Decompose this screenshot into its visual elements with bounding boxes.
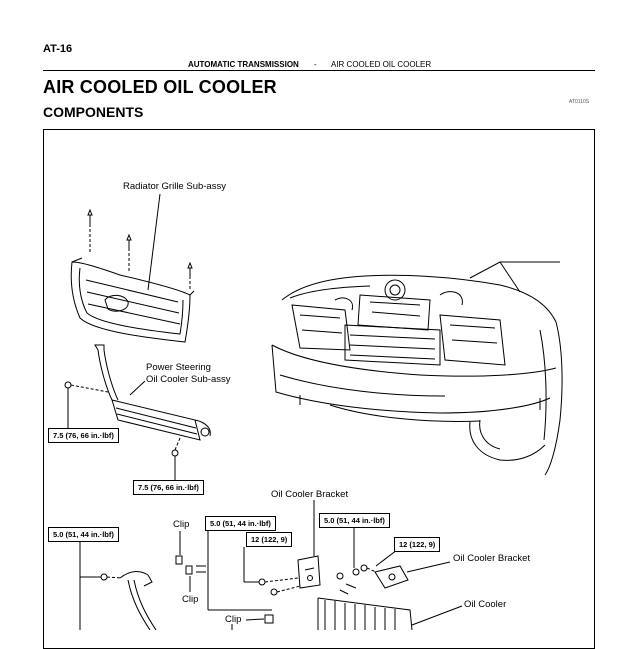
label-ps-cooler-line2: Oil Cooler Sub-assy bbox=[146, 374, 231, 385]
torque-spec-line-bolt: 5.0 (51, 44 in.·lbf) bbox=[48, 527, 119, 542]
torque-spec-bracket-left: 5.0 (51, 44 in.·lbf) bbox=[205, 516, 276, 531]
label-oil-cooler-bracket-1: Oil Cooler Bracket bbox=[271, 489, 349, 500]
figure-code: AT0110S bbox=[569, 99, 590, 105]
ps-bolts bbox=[64, 381, 181, 457]
label-oil-cooler-bracket-2: Oil Cooler Bracket bbox=[453, 553, 531, 564]
label-clip-3: Clip bbox=[225, 614, 242, 625]
oil-cooler-lines-drawing bbox=[100, 571, 157, 630]
header-section: AUTOMATIC TRANSMISSION bbox=[188, 60, 299, 69]
grille-bolts bbox=[87, 208, 193, 290]
torque-spec-bracket-right: 5.0 (51, 44 in.·lbf) bbox=[319, 513, 390, 528]
label-radiator-grille: Radiator Grille Sub-assy bbox=[123, 181, 226, 192]
page-title: AIR COOLED OIL COOLER bbox=[43, 77, 277, 97]
label-clip-2: Clip bbox=[182, 594, 199, 605]
radiator-grille-drawing bbox=[70, 257, 195, 343]
section-title: COMPONENTS bbox=[43, 104, 144, 120]
torque-spec-bracket-bolt-right: 12 (122, 9) bbox=[394, 537, 441, 552]
oil-cooler-drawing bbox=[297, 555, 413, 630]
header-rule bbox=[43, 70, 595, 71]
label-clip-1: Clip bbox=[173, 519, 190, 530]
vehicle-front-drawing bbox=[271, 261, 563, 476]
header-topic: AIR COOLED OIL COOLER bbox=[331, 60, 432, 69]
page-number: AT-16 bbox=[43, 43, 73, 55]
header-separator: - bbox=[314, 60, 317, 69]
ps-cooler-drawing bbox=[94, 344, 211, 441]
torque-spec-ps-upper: 7.5 (76, 66 in.·lbf) bbox=[48, 428, 119, 443]
components-illustration bbox=[64, 193, 563, 630]
bracket-bolts bbox=[258, 564, 377, 596]
label-oil-cooler: Oil Cooler bbox=[464, 599, 507, 610]
torque-spec-ps-lower: 7.5 (76, 66 in.·lbf) bbox=[133, 480, 204, 495]
clips-drawing bbox=[175, 555, 274, 624]
label-ps-cooler-line1: Power Steering bbox=[146, 362, 211, 373]
torque-spec-bracket-bolt-left: 12 (122, 9) bbox=[246, 532, 293, 547]
